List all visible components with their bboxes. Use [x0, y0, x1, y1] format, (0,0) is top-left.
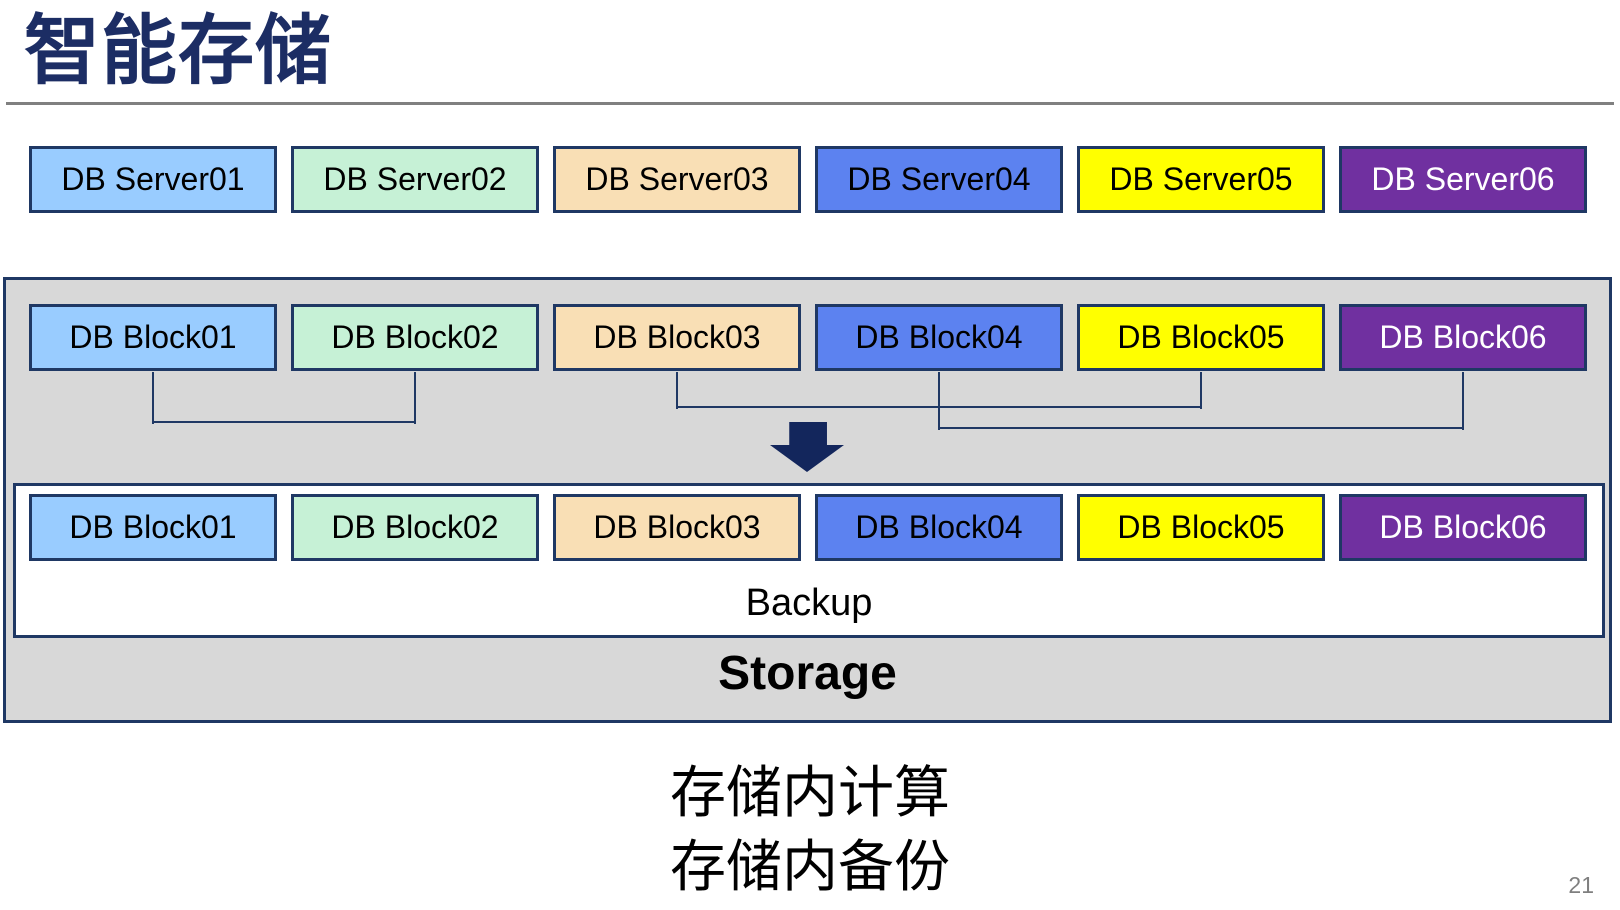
server-box-5: DB Server05 — [1077, 146, 1325, 213]
caption-block: 存储内计算 存储内备份 — [0, 756, 1620, 904]
block-top-5: DB Block05 — [1077, 304, 1325, 371]
block-bottom-4: DB Block04 — [815, 494, 1063, 561]
block-bottom-5: DB Block05 — [1077, 494, 1325, 561]
caption-line-2: 存储内备份 — [670, 835, 950, 898]
block-bottom-6: DB Block06 — [1339, 494, 1587, 561]
backup-label: Backup — [745, 582, 873, 624]
server-row: DB Server01 DB Server02 DB Server03 DB S… — [29, 146, 1587, 213]
block-bottom-2: DB Block02 — [291, 494, 539, 561]
connector-line-v-block03 — [676, 372, 678, 409]
block-bottom-1: DB Block01 — [29, 494, 277, 561]
connector-line-v-block05 — [1200, 372, 1202, 409]
page-number: 21 — [1568, 872, 1594, 898]
connector-line-v-block06 — [1462, 372, 1464, 430]
server-box-4: DB Server04 — [815, 146, 1063, 213]
server-box-3: DB Server03 — [553, 146, 801, 213]
connector-line-v-block04 — [938, 372, 940, 430]
block-row-bottom: DB Block01 DB Block02 DB Block03 DB Bloc… — [29, 494, 1587, 561]
page-title: 智能存储 — [24, 9, 332, 94]
backup-box: DB Block01 DB Block02 DB Block03 DB Bloc… — [13, 483, 1605, 638]
caption-line-1: 存储内计算 — [670, 761, 950, 824]
title-divider — [6, 102, 1614, 105]
server-box-1: DB Server01 — [29, 146, 277, 213]
block-row-top: DB Block01 DB Block02 DB Block03 DB Bloc… — [29, 304, 1587, 371]
block-top-1: DB Block01 — [29, 304, 277, 371]
connector-line-v-block02 — [414, 372, 416, 424]
block-top-3: DB Block03 — [553, 304, 801, 371]
block-top-2: DB Block02 — [291, 304, 539, 371]
server-box-2: DB Server02 — [291, 146, 539, 213]
storage-label: Storage — [718, 647, 897, 700]
storage-container: DB Block01 DB Block02 DB Block03 DB Bloc… — [3, 277, 1612, 723]
block-bottom-3: DB Block03 — [553, 494, 801, 561]
connector-line-v-block01 — [152, 372, 154, 424]
block-top-4: DB Block04 — [815, 304, 1063, 371]
connector-line-h-block01-02 — [152, 421, 416, 423]
connector-line-h-block04-06 — [938, 427, 1464, 429]
block-top-6: DB Block06 — [1339, 304, 1587, 371]
down-arrow-icon — [770, 422, 844, 472]
server-box-6: DB Server06 — [1339, 146, 1587, 213]
